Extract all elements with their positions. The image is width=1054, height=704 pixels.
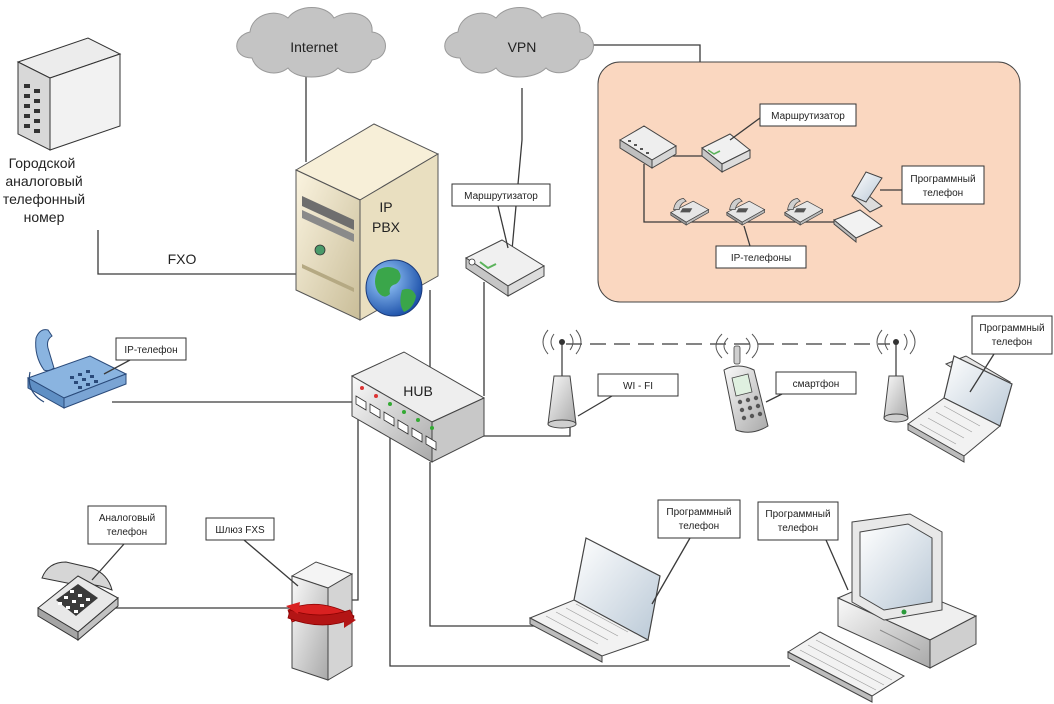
- svg-text:Маршрутизатор: Маршрутизатор: [464, 191, 538, 202]
- svg-text:Программный: Программный: [765, 509, 830, 520]
- fxs-gateway-icon: [286, 561, 356, 681]
- callout-softphone-branch: Программный телефон: [880, 165, 985, 205]
- callout-softphone-pc: Программный телефон: [757, 501, 849, 591]
- svg-text:смартфон: смартфон: [793, 378, 840, 390]
- router-icon: [701, 133, 751, 174]
- telephone-exchange-icon: [16, 37, 122, 151]
- wire-pstn-pbx: [97, 230, 298, 275]
- svg-text:номер: номер: [24, 209, 65, 225]
- svg-text:аналоговый: аналоговый: [5, 173, 82, 189]
- laptop-icon: [833, 171, 883, 244]
- wifi-antenna-icon: [876, 329, 916, 423]
- pstn-label: Городской аналоговый телефонный номер: [3, 155, 85, 225]
- svg-text:Аналоговый: Аналоговый: [99, 513, 155, 524]
- fxo-label: FXO: [168, 251, 197, 267]
- internet-label: Internet: [290, 39, 338, 55]
- svg-text:телефонный: телефонный: [3, 191, 85, 207]
- desktop-pc-icon: [836, 513, 978, 669]
- vpn-label: VPN: [508, 39, 537, 55]
- pbx-label-line1: IP: [379, 199, 392, 215]
- branch-wires: [643, 155, 846, 223]
- globe-icon: [365, 259, 423, 317]
- callout-smartphone: смартфон: [765, 371, 857, 403]
- callout-ip-phone: IP-телефон: [103, 337, 187, 375]
- wire-vpn-router: [511, 88, 523, 251]
- hub-icon: [350, 351, 486, 463]
- wire-hub-wifi: [482, 426, 571, 437]
- analog-phone-icon: [37, 561, 119, 642]
- callout-softphone-laptop: Программный телефон: [651, 499, 741, 605]
- cloud-icon: [444, 7, 594, 78]
- switch-icon: [619, 125, 677, 169]
- callout-router-branch: Маршрутизатор: [729, 103, 857, 141]
- callout-router-main: Маршрутизатор: [451, 183, 551, 249]
- connection-lines: [97, 44, 890, 667]
- branch-office: Маршрутизатор IP-телефоны Программный те…: [597, 61, 1021, 303]
- svg-text:Маршрутизатор: Маршрутизатор: [771, 111, 845, 122]
- ip-phone-icon: [26, 329, 128, 409]
- svg-text:телефон: телефон: [107, 526, 147, 538]
- laptop-icon: [528, 537, 661, 663]
- svg-text:WI - FI: WI - FI: [623, 381, 653, 392]
- wire-hub-laptop: [429, 462, 540, 627]
- router-icon: [465, 239, 545, 297]
- svg-text:IP-телефон: IP-телефон: [124, 344, 177, 356]
- smartphone-icon: [715, 333, 769, 433]
- internet-cloud: Internet: [236, 7, 386, 78]
- callout-softphone-wifi: Программный телефон: [969, 315, 1053, 393]
- svg-text:IP-телефоны: IP-телефоны: [731, 252, 791, 264]
- svg-text:Городской: Городской: [9, 155, 76, 171]
- callout-analog-phone: Аналоговый телефон: [87, 505, 167, 581]
- vpn-cloud: VPN: [444, 7, 594, 78]
- callout-fxs-gateway: Шлюз FXS: [205, 517, 299, 587]
- wire-hub-fxs: [352, 413, 366, 601]
- wire-hub-pc: [389, 430, 790, 667]
- pbx-label-line2: PBX: [372, 219, 401, 235]
- cloud-icon: [236, 7, 386, 78]
- wire-vpn-branch: [590, 44, 701, 62]
- hub-label: HUB: [403, 383, 433, 399]
- svg-text:Программный: Программный: [979, 323, 1044, 334]
- svg-text:Программный: Программный: [666, 507, 731, 518]
- svg-text:Шлюз FXS: Шлюз FXS: [215, 525, 265, 536]
- svg-text:Программный: Программный: [910, 174, 975, 185]
- svg-text:телефон: телефон: [778, 522, 818, 534]
- laptop-icon: [907, 355, 1013, 463]
- svg-text:телефон: телефон: [992, 336, 1032, 348]
- callout-wifi: WI - FI: [577, 373, 679, 417]
- wifi-antenna-icon: [542, 329, 582, 429]
- svg-text:телефон: телефон: [679, 520, 719, 532]
- keyboard-icon: [786, 631, 906, 703]
- branch-office-area: [597, 61, 1021, 303]
- callout-ip-phones-branch: IP-телефоны: [715, 225, 807, 269]
- svg-text:телефон: телефон: [923, 187, 963, 199]
